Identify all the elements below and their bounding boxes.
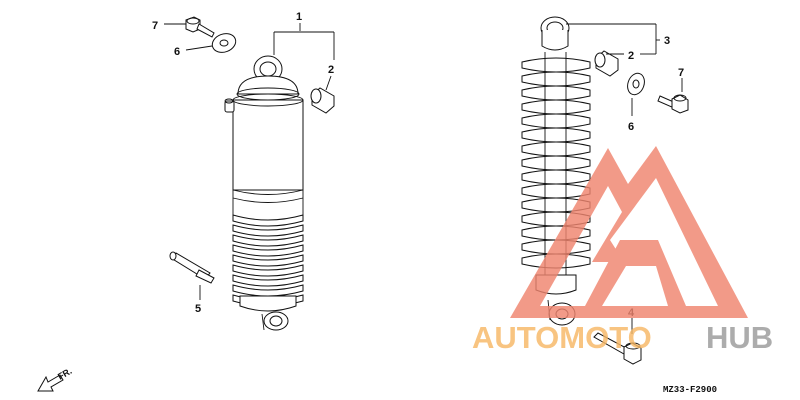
spring-coil: [521, 183, 591, 199]
direction-label: FR.: [56, 366, 74, 382]
bellows-rib: [232, 264, 304, 277]
left-washer: [211, 33, 237, 53]
callout-7-left: 7: [152, 20, 158, 32]
spring-coil: [521, 113, 591, 129]
right-bushing: [594, 50, 619, 77]
spring-coil: [521, 169, 591, 185]
left-bushing: [310, 87, 335, 114]
callout-3: 3: [664, 35, 670, 47]
callout-6-left: 6: [174, 46, 180, 58]
right-washer: [627, 72, 645, 96]
bellows-rib: [232, 234, 304, 247]
left-collar: [169, 251, 215, 284]
left-bolt: [185, 16, 215, 38]
spring-coil: [521, 127, 591, 143]
spring-coil: [521, 85, 591, 101]
front-direction-arrow: FR.: [37, 366, 74, 392]
callout-5: 5: [195, 303, 201, 315]
right-bolt: [657, 94, 689, 114]
left-shock-absorber: [224, 55, 304, 331]
watermark-brand-part2: HUB: [706, 320, 773, 355]
watermark-logo-icon: [510, 146, 748, 318]
callout-2-right: 2: [628, 50, 634, 62]
right-lower-bolt: [593, 332, 642, 365]
spring-coil: [521, 99, 591, 115]
bellows-rib: [232, 244, 304, 257]
bellows-rib: [232, 284, 304, 297]
callout-6-right: 6: [628, 121, 634, 133]
callout-1: 1: [296, 11, 302, 23]
automotohub-watermark: AUTOMOTO HUB: [472, 146, 773, 355]
bellows-rib: [232, 274, 304, 287]
bellows-rib: [232, 224, 304, 237]
callout-2-left: 2: [328, 64, 334, 76]
spring-coil: [521, 71, 591, 87]
spring-coil: [521, 141, 591, 157]
spring-coil: [521, 155, 591, 171]
right-shock-absorber: [521, 16, 591, 326]
callout-7-right: 7: [678, 67, 684, 79]
bellows-rib: [232, 214, 304, 227]
watermark-brand-part1: AUTOMOTO: [472, 320, 652, 355]
diagram-code: MZ33-F2900: [663, 385, 717, 395]
spring-coil: [521, 57, 591, 73]
bellows-rib: [232, 254, 304, 267]
